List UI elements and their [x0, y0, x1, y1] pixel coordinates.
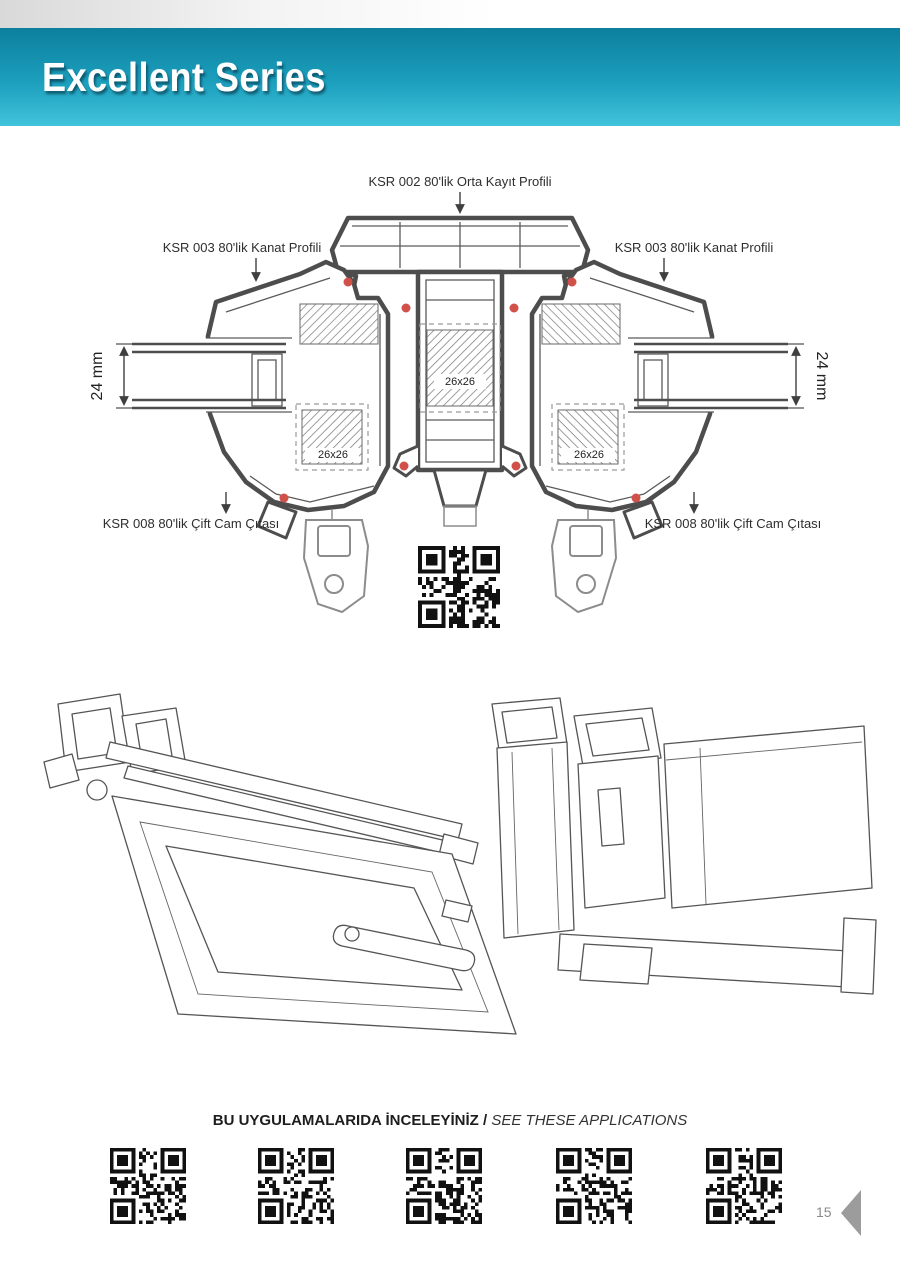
page-title: Excellent Series — [42, 53, 326, 100]
steel-label-right: 26x26 — [574, 449, 604, 461]
sash-profile-left — [116, 258, 419, 614]
top-shade — [0, 0, 900, 28]
dimension-label-left: 24 mm — [89, 351, 106, 401]
label-kanat-profili-right: KSR 003 80'lik Kanat Profili — [614, 240, 774, 255]
mullion-profile — [329, 215, 591, 527]
cross-section-diagram — [116, 192, 900, 660]
applications-caption: BU UYGULAMALARIDA İNCELEYİNİZ / SEE THES… — [0, 1112, 900, 1129]
label-cam-citasi-left: KSR 008 80'lik Çift Cam Çıtası — [102, 516, 280, 531]
frame-corner-assembly — [491, 697, 877, 995]
page-corner-triangle — [841, 1190, 861, 1236]
page-number: 15 — [816, 1204, 832, 1220]
qr-code-5 — [706, 1148, 782, 1224]
label-cam-citasi-right: KSR 008 80'lik Çift Cam Çıtası — [644, 516, 822, 531]
header-band: Excellent Series — [0, 28, 900, 126]
steel-label-center: 26x26 — [445, 376, 475, 388]
isometric-application-drawing — [43, 693, 877, 1035]
caption-turkish: BU UYGULAMALARIDA İNCELEYİNİZ / — [212, 1112, 488, 1129]
dimension-24mm — [116, 343, 132, 409]
label-kanat-profili-left: KSR 003 80'lik Kanat Profili — [162, 240, 322, 255]
qr-code-1 — [110, 1148, 186, 1224]
qr-code-3 — [406, 1148, 482, 1224]
qr-code-4 — [556, 1148, 632, 1224]
qr-code-center — [418, 546, 500, 628]
glass-unit — [132, 342, 286, 410]
open-sash-assembly — [43, 693, 517, 1035]
steel-label-left: 26x26 — [318, 449, 348, 461]
label-orta-kayit-profili: KSR 002 80'lik Orta Kayıt Profili — [368, 174, 552, 189]
qr-code-2 — [258, 1148, 334, 1224]
caption-english: SEE THESE APPLICATIONS — [491, 1112, 688, 1129]
dimension-label-right: 24 mm — [813, 351, 830, 401]
